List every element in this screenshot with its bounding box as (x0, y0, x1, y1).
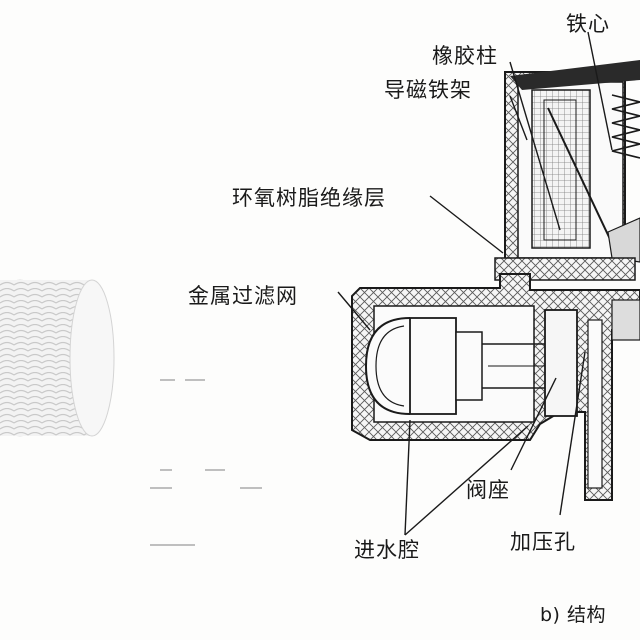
label-epoxy-insulation-layer: 环氧树脂绝缘层 (232, 186, 386, 210)
label-rubber-column: 橡胶柱 (432, 44, 498, 68)
leader-lines (337, 31, 613, 536)
label-metal-filter: 金属过滤网 (188, 284, 298, 308)
faint-marks (150, 379, 262, 546)
label-magnetic-frame: 导磁铁架 (384, 78, 472, 102)
coil-winding (531, 89, 591, 249)
valve-body (351, 273, 640, 501)
iron-core-edge (547, 107, 619, 257)
rubber-column (607, 217, 640, 263)
label-valve-seat: 阀座 (466, 478, 510, 502)
spring (611, 94, 640, 159)
label-inlet-chamber: 进水腔 (354, 538, 420, 562)
valve-seat-block (544, 309, 578, 417)
coil-housing (494, 60, 640, 281)
threaded-hose-connector (0, 279, 115, 437)
metal-filter-dome (364, 317, 411, 415)
figure-caption: b) 结构 (540, 604, 607, 626)
label-pressure-hole: 加压孔 (510, 530, 576, 554)
label-iron-core: 铁心 (566, 12, 610, 36)
inner-piston (409, 317, 457, 415)
